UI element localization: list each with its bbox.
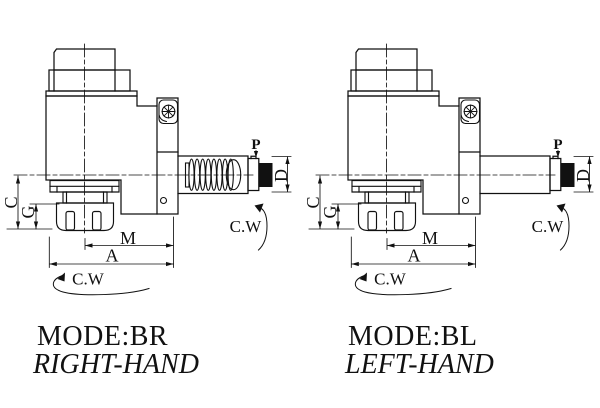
figure-caption-left-hand: LEFT-HAND	[344, 349, 494, 380]
spindle-rotation-label-right: C.W	[532, 217, 565, 236]
dim-label-d-right: D	[573, 169, 593, 182]
collet-rotation-label-right: C.W	[374, 270, 407, 289]
dim-label-m-right: M	[422, 228, 438, 248]
dim-label-a-right: A	[408, 246, 421, 266]
dim-label-a-left: A	[106, 246, 119, 266]
dim-label-m-left: M	[120, 228, 136, 248]
dim-label-d-left: D	[271, 169, 291, 182]
spindle-rotation-label-left: C.W	[230, 217, 263, 236]
dim-label-p-right: P	[553, 137, 562, 153]
dim-label-g-left: G	[18, 206, 38, 219]
collet-rotation-label-left: C.W	[72, 270, 105, 289]
figure-caption-mode-br: MODE:BR	[37, 321, 168, 352]
dim-label-p-left: P	[251, 137, 260, 153]
figure-caption-mode-bl: MODE:BL	[348, 321, 478, 352]
dim-label-g-right: G	[320, 206, 340, 219]
dim-label-c-left: C	[1, 196, 21, 208]
figure-mode-br: C G M A P D C.W C.W MODE:BR RIGHT-HAND	[1, 43, 292, 380]
figure-mode-bl: C G M A P D C.W C.W MODE:BL LEFT-HAND	[303, 43, 594, 380]
dim-label-c-right: C	[303, 196, 323, 208]
figure-caption-right-hand: RIGHT-HAND	[32, 349, 199, 380]
